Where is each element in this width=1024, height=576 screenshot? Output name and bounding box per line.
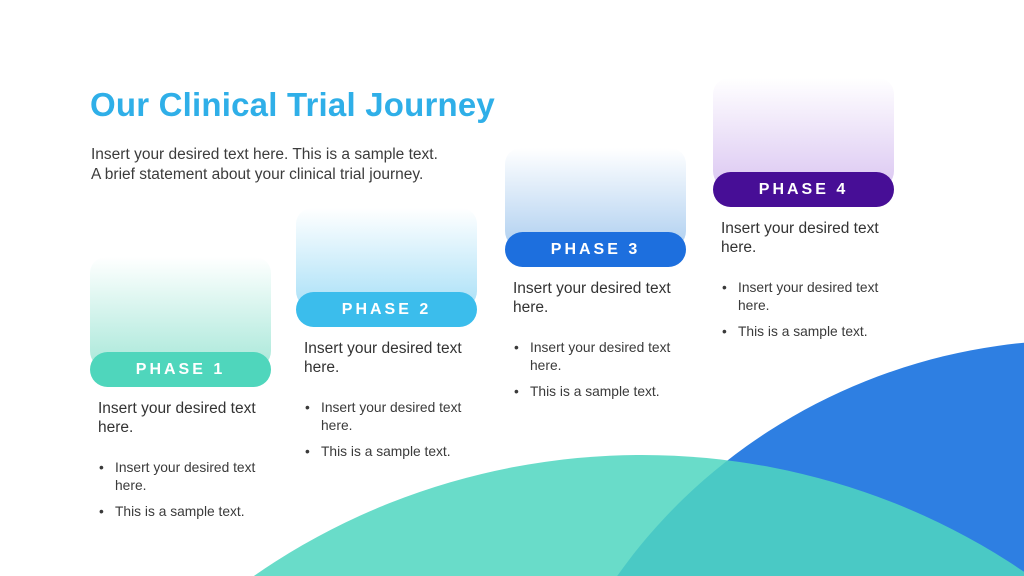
page-title: Our Clinical Trial Journey bbox=[90, 86, 495, 123]
bullet-icon: • bbox=[514, 340, 519, 355]
bullet-item: • Insert your desired text here. bbox=[514, 339, 686, 374]
phase-4-pill: PHASE 4 bbox=[713, 172, 894, 207]
bullet-item: • This is a sample text. bbox=[514, 383, 686, 401]
phase-2-text: Insert your desired text here. • Insert … bbox=[296, 339, 477, 470]
bullet-text: Insert your desired text here. bbox=[321, 400, 462, 433]
bullet-item: • This is a sample text. bbox=[722, 323, 894, 341]
phase-1-text: Insert your desired text here. • Insert … bbox=[90, 399, 271, 530]
bullet-icon: • bbox=[99, 460, 104, 475]
bullet-text: Insert your desired text here. bbox=[530, 340, 671, 373]
phase-3-heading: Insert your desired text here. bbox=[513, 280, 671, 316]
phase-3-label: PHASE 3 bbox=[550, 240, 641, 258]
bullet-text: This is a sample text. bbox=[115, 504, 245, 519]
bullet-item: • Insert your desired text here. bbox=[722, 279, 894, 314]
phase-3-text: Insert your desired text here. • Insert … bbox=[505, 279, 686, 410]
bullet-text: Insert your desired text here. bbox=[115, 460, 256, 493]
bullet-item: • This is a sample text. bbox=[305, 443, 477, 461]
phase-4-bullets: • Insert your desired text here. • This … bbox=[713, 279, 894, 341]
phase-1-gradient-panel bbox=[90, 257, 271, 369]
phase-1-pill: PHASE 1 bbox=[90, 352, 271, 387]
phase-4-text: Insert your desired text here. • Insert … bbox=[713, 219, 894, 350]
phase-2-bullets: • Insert your desired text here. • This … bbox=[296, 399, 477, 461]
phase-2-column: PHASE 2 Insert your desired text here. •… bbox=[296, 208, 477, 498]
phase-2-pill: PHASE 2 bbox=[296, 292, 477, 327]
bullet-icon: • bbox=[305, 444, 310, 459]
phase-4-gradient-panel bbox=[713, 78, 894, 189]
teal-circle-shape bbox=[254, 455, 1024, 576]
phase-3-pill: PHASE 3 bbox=[505, 232, 686, 267]
phase-1-heading: Insert your desired text here. bbox=[98, 400, 256, 436]
phase-3-column: PHASE 3 Insert your desired text here. •… bbox=[505, 148, 686, 438]
phase-4-label: PHASE 4 bbox=[758, 180, 849, 198]
bullet-icon: • bbox=[722, 280, 727, 295]
phase-4-column: PHASE 4 Insert your desired text here. •… bbox=[713, 78, 894, 368]
phase-1-bullets: • Insert your desired text here. • This … bbox=[90, 459, 271, 521]
bullet-icon: • bbox=[99, 504, 104, 519]
bullet-text: This is a sample text. bbox=[738, 324, 868, 339]
phase-1-label: PHASE 1 bbox=[135, 360, 226, 378]
subtitle-line-2: A brief statement about your clinical tr… bbox=[91, 165, 424, 183]
bullet-text: This is a sample text. bbox=[530, 384, 660, 399]
phase-2-heading: Insert your desired text here. bbox=[304, 340, 462, 376]
bullet-icon: • bbox=[514, 384, 519, 399]
bullet-text: This is a sample text. bbox=[321, 444, 451, 459]
bullet-icon: • bbox=[722, 324, 727, 339]
bullet-item: • This is a sample text. bbox=[99, 503, 271, 521]
bullet-text: Insert your desired text here. bbox=[738, 280, 879, 313]
subtitle-line-1: Insert your desired text here. This is a… bbox=[91, 146, 438, 163]
phase-2-label: PHASE 2 bbox=[341, 300, 432, 318]
bullet-item: • Insert your desired text here. bbox=[305, 399, 477, 434]
bullet-item: • Insert your desired text here. bbox=[99, 459, 271, 494]
phase-3-bullets: • Insert your desired text here. • This … bbox=[505, 339, 686, 401]
slide-subtitle: Insert your desired text here. This is a… bbox=[91, 145, 438, 184]
phase-4-heading: Insert your desired text here. bbox=[721, 220, 879, 256]
bullet-icon: • bbox=[305, 400, 310, 415]
phase-1-column: PHASE 1 Insert your desired text here. •… bbox=[90, 257, 271, 547]
